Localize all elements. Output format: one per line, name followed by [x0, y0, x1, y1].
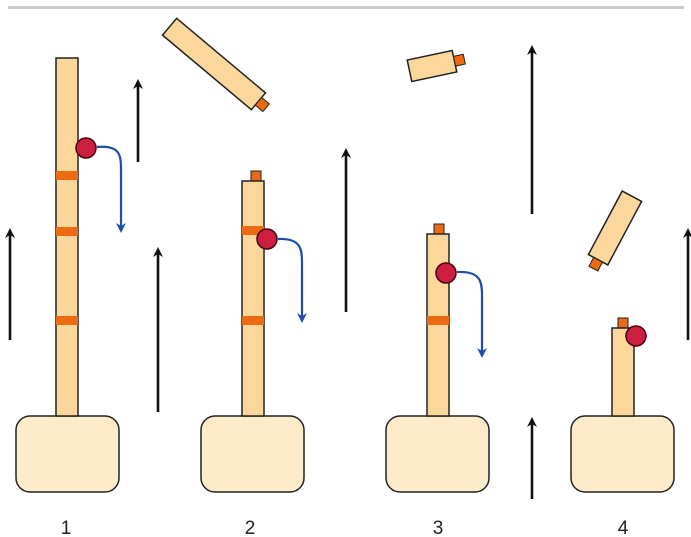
stage-4-base [570, 415, 675, 493]
stage-2: 2 [200, 170, 307, 537]
detached-segment-3 [587, 190, 643, 272]
detached-segment-2-body [406, 49, 458, 83]
stage-3-ball [435, 262, 457, 284]
stage-2-label: 2 [245, 518, 256, 537]
detached-segment-1-body [161, 17, 267, 111]
stage-1-motion-arrow [96, 145, 126, 233]
stage-1-base [15, 415, 120, 493]
stage-4-ball [625, 325, 647, 347]
stage-3-band-1 [427, 316, 449, 325]
stage-3-label: 3 [433, 518, 444, 537]
stage-3-tip [433, 223, 445, 235]
stage-1-stem [55, 57, 79, 417]
stage-4-label: 4 [618, 518, 629, 537]
detached-segment-3-tip [588, 256, 604, 272]
stage-3-motion-arrow [456, 270, 487, 358]
detached-segment-1-tip [254, 96, 271, 113]
stage-1: 1 [15, 57, 126, 537]
stage-2-stem [241, 180, 265, 417]
stage-1-band-1 [56, 171, 78, 180]
stage-4-stem [611, 327, 635, 417]
detached-segment-2-tip [452, 53, 466, 67]
stage-3: 3 [385, 223, 490, 537]
stage-1-band-2 [56, 227, 78, 236]
detached-segment-2 [406, 49, 466, 83]
stage-2-base [200, 415, 305, 493]
stage-2-band-1 [242, 226, 264, 235]
detached-segment-1 [161, 17, 271, 113]
growth-arrows [5, 45, 691, 499]
stage-4: 4 [570, 317, 675, 537]
stage-3-base [385, 415, 490, 493]
stage-2-tip [250, 170, 262, 182]
stage-2-band-2 [242, 316, 264, 325]
stage-1-label: 1 [61, 518, 72, 537]
stage-1-band-3 [56, 316, 78, 325]
top-rule [8, 6, 684, 9]
stage-2-motion-arrow [277, 237, 307, 323]
stage-2-ball [256, 228, 278, 250]
stage-1-ball [75, 137, 97, 159]
stage-4-tip [617, 317, 629, 329]
detached-segment-3-body [587, 190, 643, 266]
